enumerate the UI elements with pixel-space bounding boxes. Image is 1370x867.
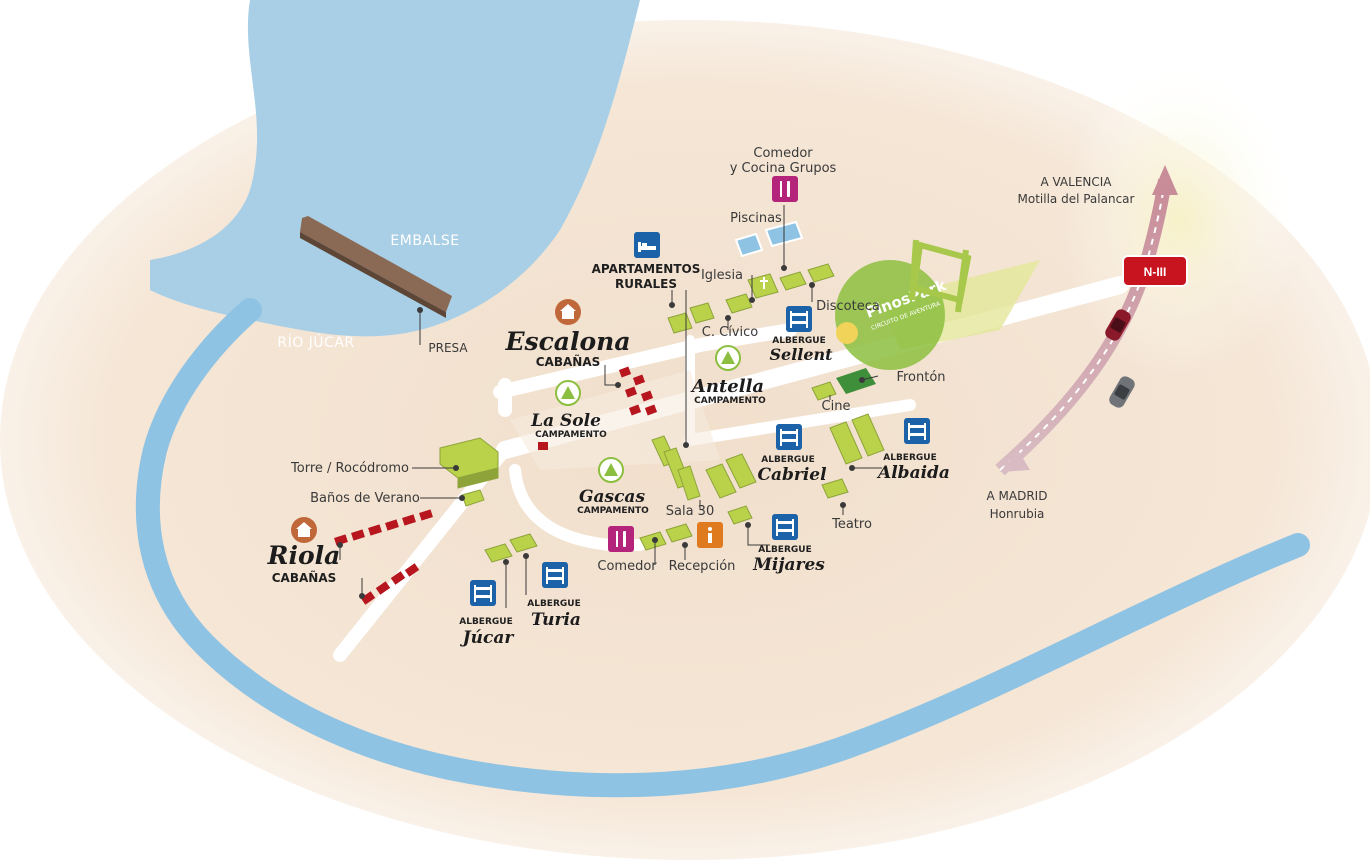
albergue-mijares-name: Mijares	[752, 555, 825, 575]
cabins-escalona	[538, 366, 658, 450]
bunk-bed-icon[interactable]	[786, 306, 812, 332]
antella-type: CAMPAMENTO	[694, 396, 766, 406]
albergue-sellent-name: Sellent	[769, 345, 833, 364]
comedor-grupos-label-2: y Cocina Grupos	[730, 161, 837, 176]
car-grey	[1109, 376, 1135, 408]
dest-south-line1: A MADRID	[987, 489, 1048, 503]
iglesia-label: Iglesia	[701, 268, 743, 283]
riola-name: Riola	[267, 541, 341, 570]
pinos-park-area[interactable]	[835, 260, 945, 370]
albergue-sellent-caption: ALBERGUE	[772, 336, 825, 346]
cine-label: Cine	[822, 399, 851, 414]
albergue-cabriel-caption: ALBERGUE	[761, 455, 814, 465]
discoteca-label: Discoteca	[816, 299, 880, 314]
fork-knife-icon[interactable]	[608, 526, 634, 552]
gascas-type: CAMPAMENTO	[577, 506, 649, 516]
park-sign	[909, 239, 972, 313]
leader-lines	[339, 205, 882, 608]
torre-label: Torre / Rocódromo	[290, 461, 409, 476]
reservoir-label: EMBALSE	[390, 233, 459, 249]
fronton-building	[836, 368, 876, 394]
comedor-label: Comedor	[597, 559, 657, 574]
bunk-bed-icon[interactable]	[470, 580, 496, 606]
fork-knife-icon[interactable]	[772, 176, 798, 202]
bunk-bed-icon[interactable]	[772, 514, 798, 540]
escalona-type: CABAÑAS	[536, 354, 601, 369]
escalona-name: Escalona	[504, 327, 630, 356]
apartamentos-label-2: RURALES	[615, 277, 677, 291]
cabin-icon[interactable]	[291, 517, 317, 543]
bunk-bed-icon[interactable]	[904, 418, 930, 444]
albergue-albaida-name: Albaida	[876, 463, 950, 483]
dam-label: PRESA	[428, 341, 468, 355]
albergue-jucar-caption: ALBERGUE	[459, 617, 512, 627]
highway-sign-n3[interactable]: N-III	[1122, 255, 1188, 287]
river-label: RÍO JÚCAR	[277, 333, 354, 351]
antella-name: Antella	[690, 376, 764, 397]
dest-north-line2: Motilla del Palancar	[1018, 192, 1135, 206]
cross-icon	[760, 277, 768, 289]
la-sole-name: La Sole	[530, 411, 601, 431]
apartamentos-label-1: APARTAMENTOS	[592, 262, 701, 276]
sala30-label: Sala 30	[666, 504, 714, 519]
gascas-name: Gascas	[579, 487, 645, 507]
fronton-label: Frontón	[896, 370, 945, 385]
civico-label: C. Cívico	[702, 325, 758, 340]
piscinas-label: Piscinas	[730, 211, 782, 226]
tent-icon[interactable]	[598, 457, 624, 483]
dest-north-line1: A VALENCIA	[1040, 175, 1112, 189]
banos-label: Baños de Verano	[310, 491, 420, 506]
info-icon[interactable]	[697, 522, 723, 548]
highway-sign-label: N-III	[1144, 265, 1167, 279]
riola-type: CABAÑAS	[272, 570, 337, 585]
recepcion-label: Recepción	[669, 559, 736, 574]
albergue-mijares-caption: ALBERGUE	[758, 545, 811, 555]
comedor-grupos-label-1: Comedor	[753, 146, 813, 161]
albergue-jucar-name: Júcar	[460, 628, 515, 648]
dam	[300, 216, 452, 312]
teatro-label: Teatro	[831, 517, 872, 532]
tent-icon[interactable]	[555, 380, 581, 406]
bunk-bed-icon[interactable]	[776, 424, 802, 450]
bunk-bed-icon[interactable]	[542, 562, 568, 588]
bed-icon[interactable]	[634, 232, 660, 258]
cabins-riola	[334, 509, 433, 605]
cabin-icon[interactable]	[555, 299, 581, 325]
la-sole-type: CAMPAMENTO	[535, 430, 607, 440]
albergue-albaida-caption: ALBERGUE	[883, 453, 936, 463]
albergue-cabriel-name: Cabriel	[757, 465, 827, 485]
tent-icon[interactable]	[715, 345, 741, 371]
leader-dots	[337, 265, 865, 599]
reservoir	[150, 0, 640, 337]
albergue-turia-name: Turia	[531, 610, 581, 630]
dest-south-line2: Honrubia	[990, 507, 1045, 521]
albergue-turia-caption: ALBERGUE	[527, 599, 580, 609]
car-red	[1105, 309, 1131, 341]
